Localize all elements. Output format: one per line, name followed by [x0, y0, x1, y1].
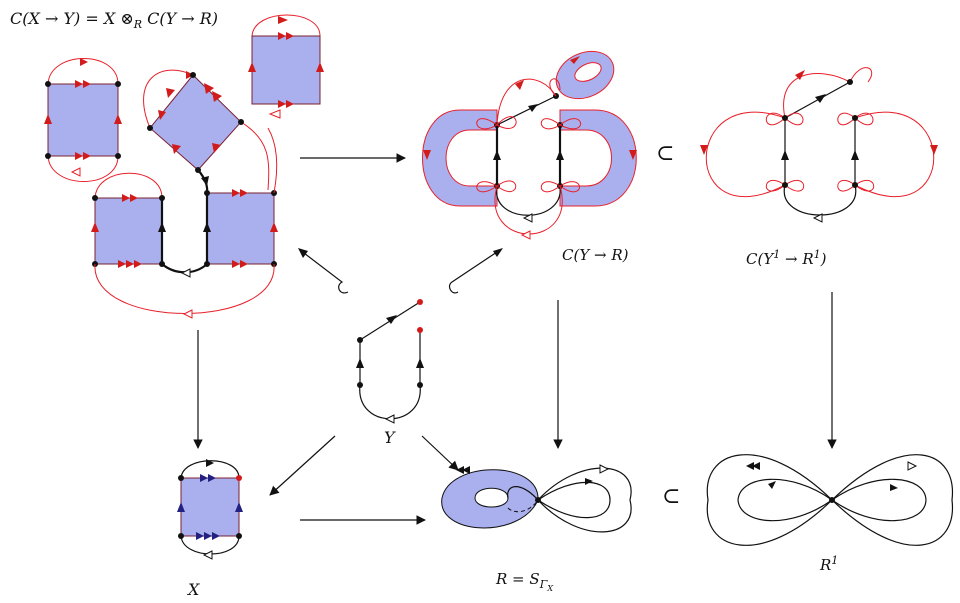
- label-c-y-r: C(Y → R): [562, 246, 629, 264]
- arrow-y-to-x: [269, 435, 336, 496]
- label-x: X: [186, 580, 200, 599]
- square-cell-1: [44, 58, 122, 182]
- graph-y: Y: [356, 299, 424, 447]
- label-top-formula: C(X → Y) = X ⊗R C(Y → R): [10, 9, 218, 31]
- label-c-y1-r1: C(Y1 → R1): [746, 248, 827, 268]
- inclusion-arrow-y-right: [448, 248, 503, 294]
- graph-r1: R1: [706, 454, 954, 574]
- square-cell-4: [91, 172, 166, 268]
- subset-symbol-top: ⊂: [656, 141, 674, 166]
- complex-c-y-r: C(Y → R): [422, 50, 637, 264]
- complex-c-x-y: C(X → Y) = X ⊗R C(Y → R): [10, 9, 324, 319]
- label-y: Y: [384, 428, 396, 447]
- space-r: R = SΓX: [441, 464, 632, 593]
- label-r-eq: R = SΓX: [495, 570, 553, 593]
- complex-c-y1-r1: C(Y1 → R1): [700, 67, 938, 268]
- label-r1: R1: [819, 554, 838, 574]
- square-cell-5: [203, 189, 278, 268]
- arrow-y-to-r: [421, 435, 459, 471]
- square-cell-3: [248, 14, 324, 108]
- inclusion-arrow-y-left: [298, 248, 349, 294]
- square-cell-2: [143, 69, 281, 191]
- subset-symbol-bottom: ⊂: [662, 484, 680, 509]
- graph-x: X: [177, 459, 243, 599]
